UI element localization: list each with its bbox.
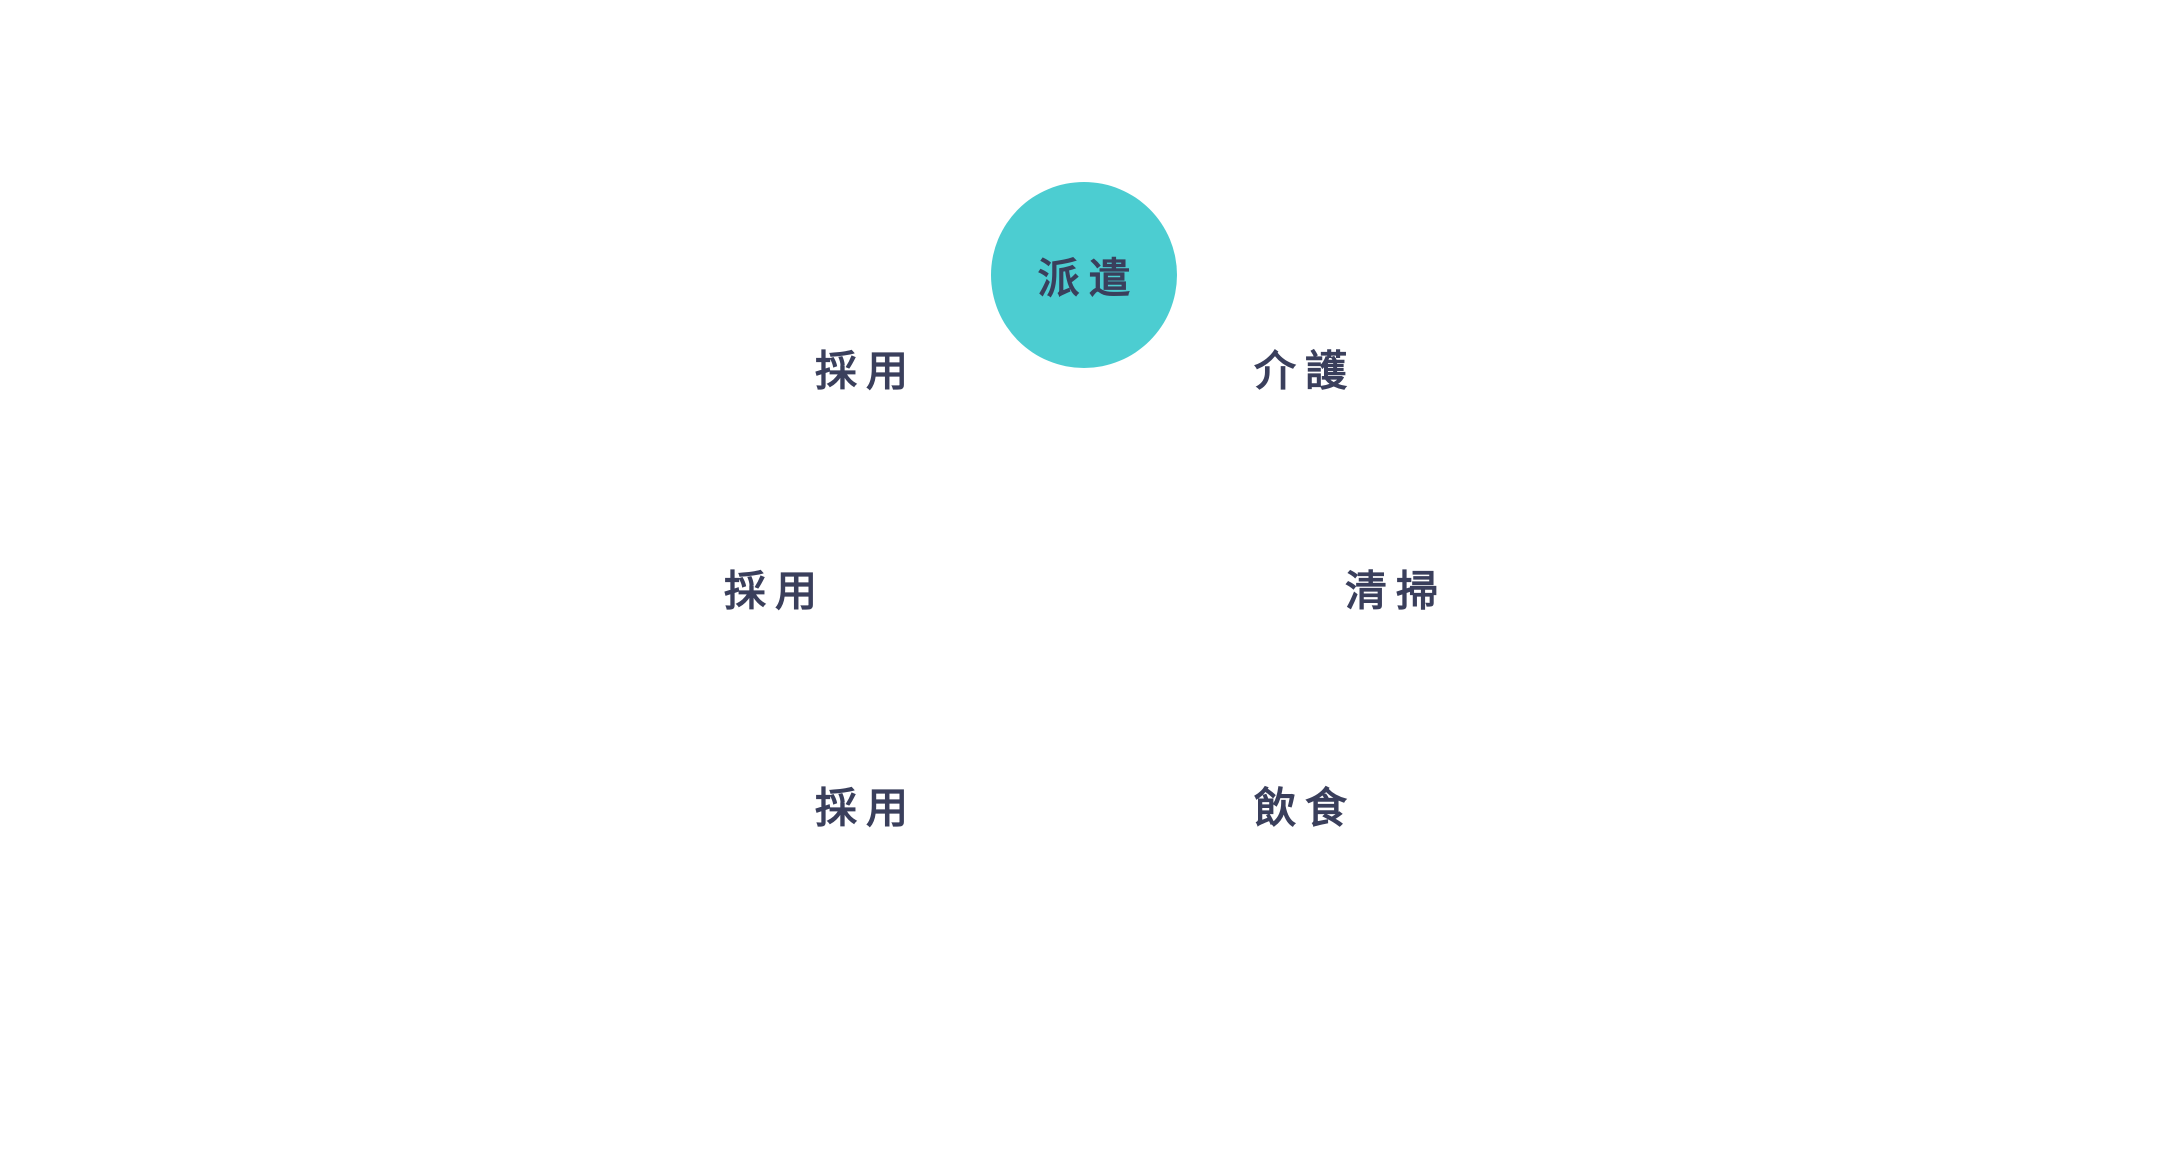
node-seiso[interactable]: 清掃 <box>1344 566 1448 616</box>
node-inshoku[interactable]: 飲食 <box>1253 783 1357 833</box>
node-saiyo-middle-left[interactable]: 採用 <box>723 566 827 616</box>
center-node-haken[interactable]: 派遣 <box>991 182 1177 368</box>
node-kaigo[interactable]: 介護 <box>1253 346 1357 396</box>
node-saiyo-top-left[interactable]: 採用 <box>814 346 918 396</box>
center-node-label: 派遣 <box>1037 253 1140 303</box>
node-saiyo-bottom-left[interactable]: 採用 <box>814 783 918 833</box>
